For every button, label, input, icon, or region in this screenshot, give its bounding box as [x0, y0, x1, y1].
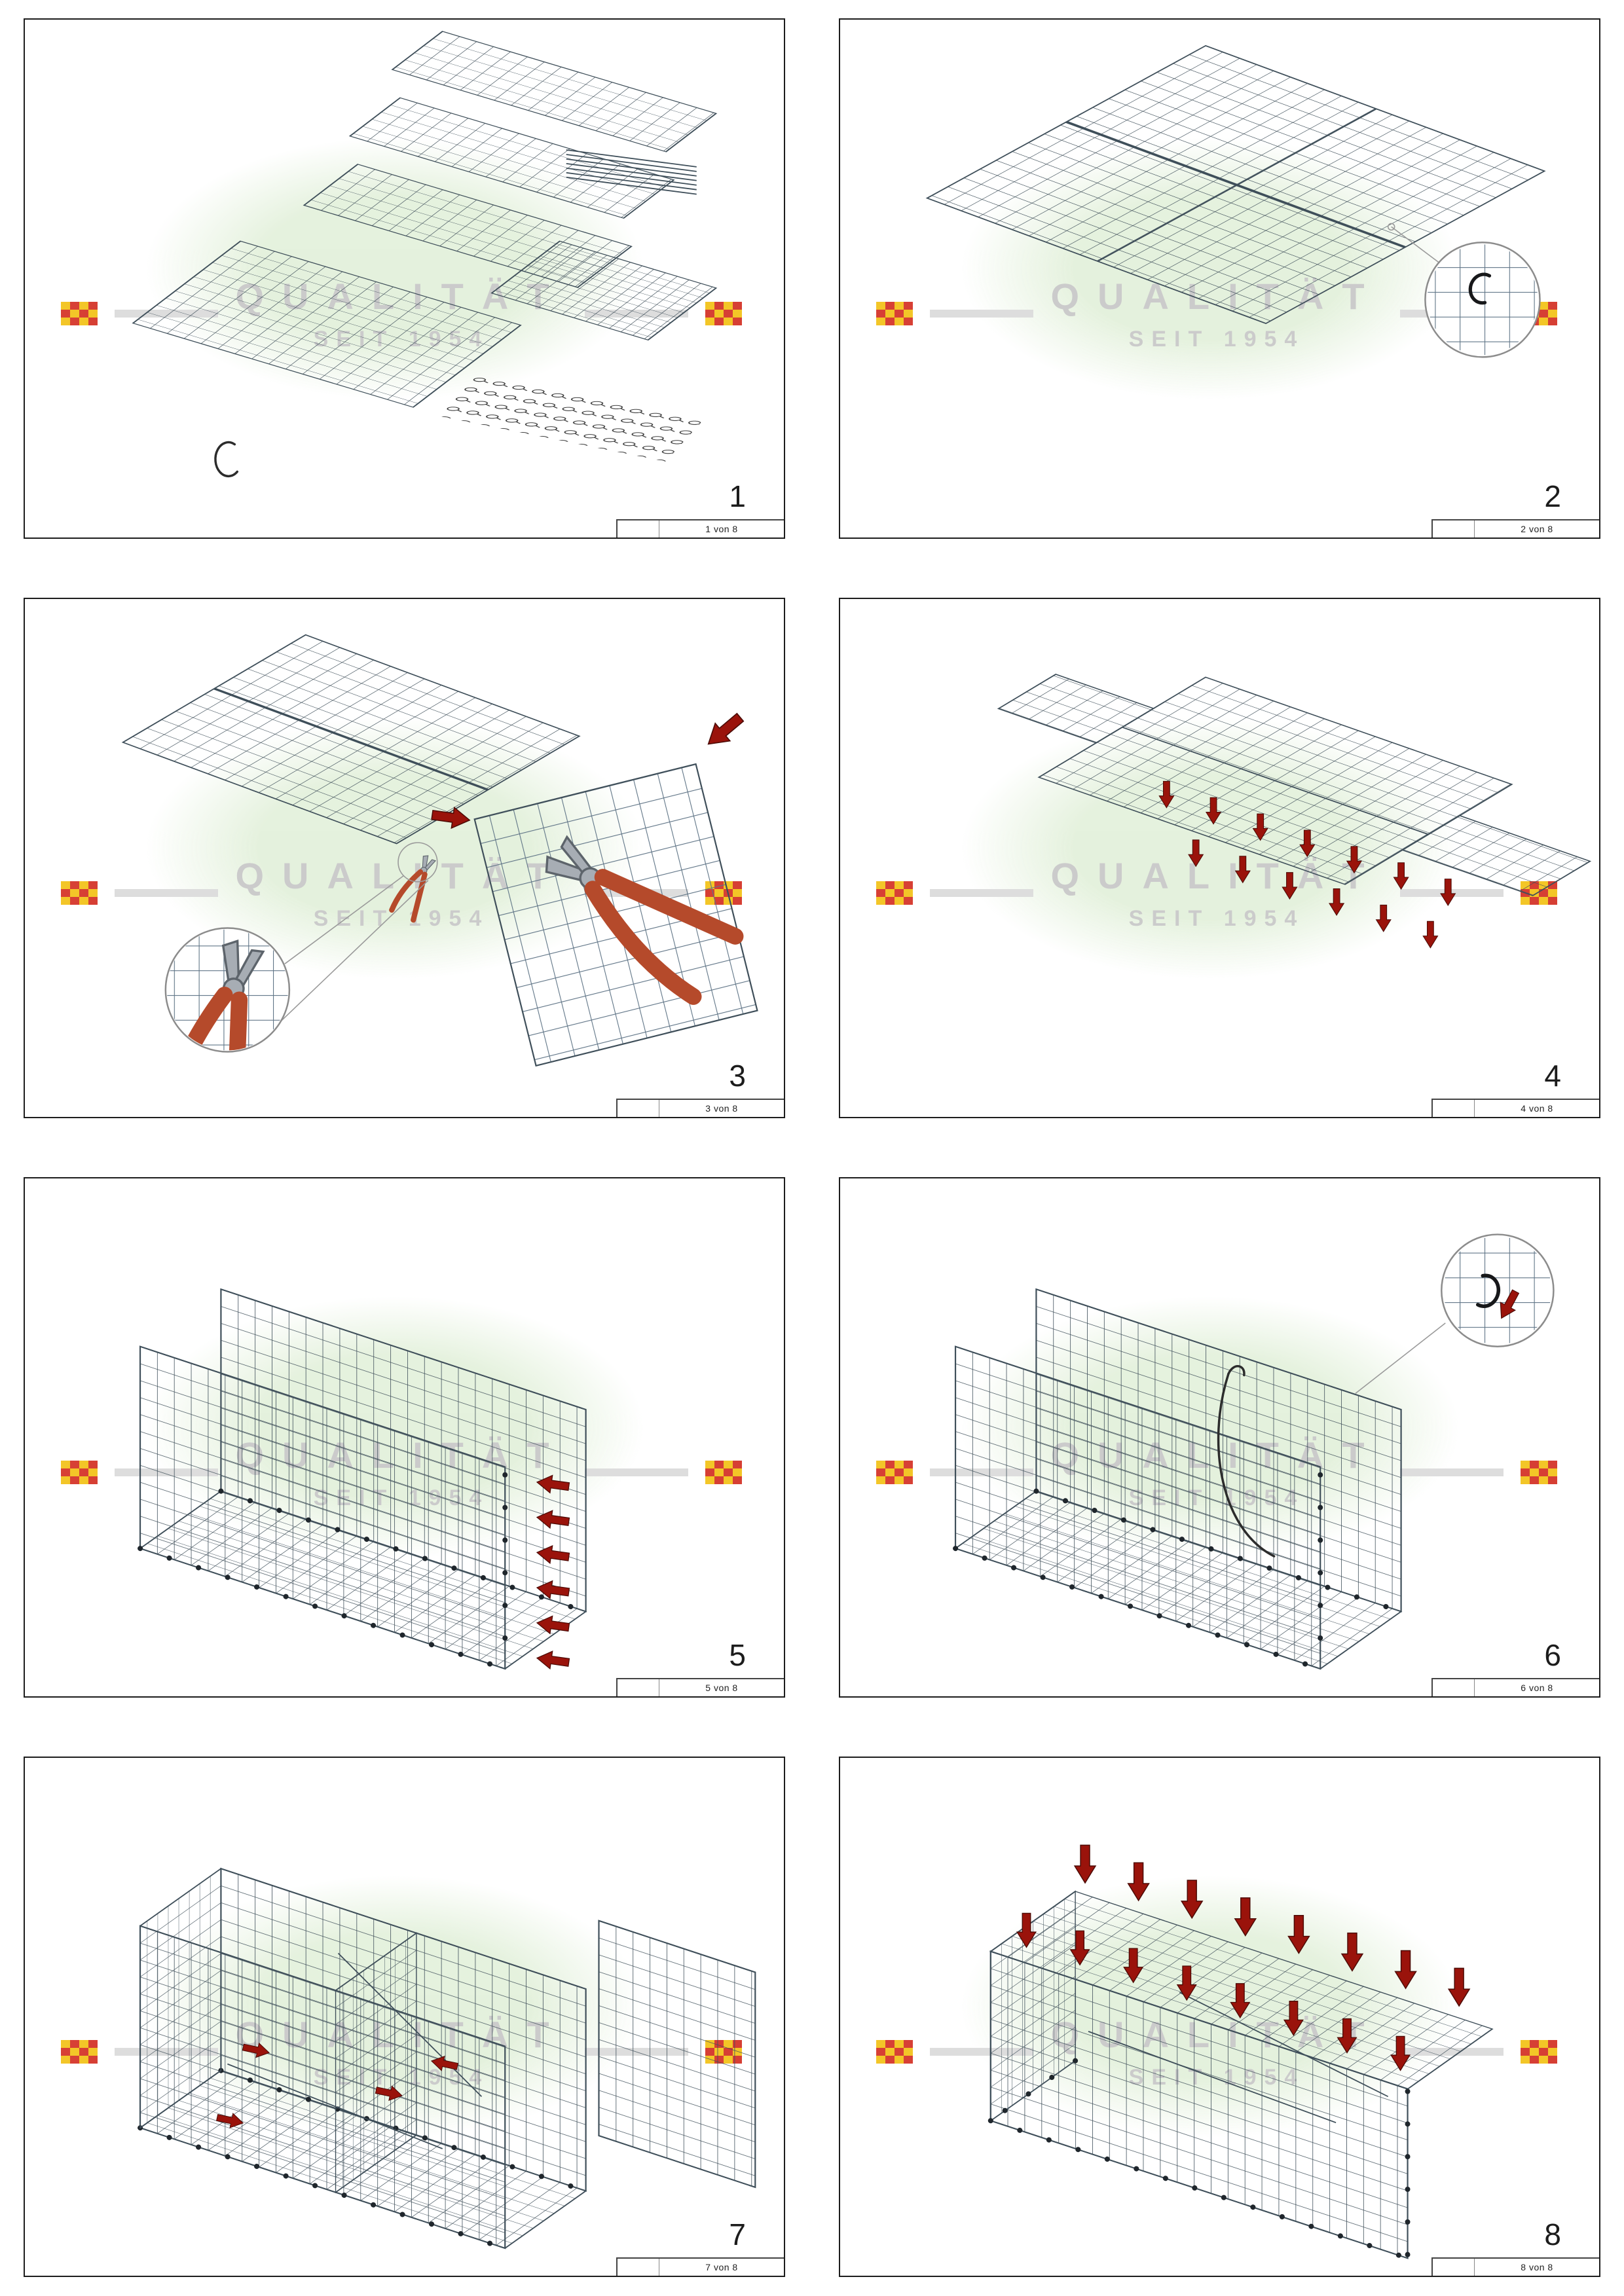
illustration-step-2-large-panel	[925, 45, 1546, 358]
sheet-counter: 8 von 8	[1521, 2262, 1553, 2272]
cross-wire	[1088, 2031, 1337, 2124]
title-block: 1 von 8	[616, 519, 784, 538]
rod-bundle	[566, 149, 697, 195]
detail-ring	[397, 842, 438, 883]
u-assembly	[140, 1289, 586, 1669]
step-number: 6	[1544, 1638, 1561, 1672]
leader-line	[1391, 226, 1444, 266]
step-number: 5	[729, 1638, 746, 1672]
title-block-cell	[1433, 1100, 1475, 1117]
illustration-step-4-clip-positions	[997, 674, 1592, 949]
spiral-clip-field	[437, 374, 703, 462]
end-wall-right	[598, 1920, 756, 2189]
step-number: 3	[729, 1059, 746, 1093]
step-panel-6: QUALITÄT SEIT 1954 6 6 von 8	[839, 1177, 1600, 1698]
step-number: 1	[729, 479, 746, 513]
leader-line	[279, 880, 429, 1023]
title-block-cell	[1433, 2259, 1475, 2276]
red-arrow-icon	[700, 708, 748, 754]
mesh-sheet-stack	[132, 31, 718, 408]
mesh-sheet	[121, 634, 581, 845]
step-panel-3: QUALITÄT SEIT 1954	[24, 598, 785, 1118]
step-panel-8: QUALITÄT SEIT 1954	[839, 1757, 1600, 2277]
step-panel-5: QUALITÄT SEIT 1954 5 5 von 8	[24, 1177, 785, 1698]
magnifier-detail	[1441, 1233, 1555, 1347]
illustration-step-3-cutting	[121, 634, 758, 1067]
edge-clips	[987, 2058, 1079, 2124]
illustration-step-5-u-assembly	[25, 1178, 784, 1672]
sheet-counter: 5 von 8	[705, 1683, 738, 1693]
title-block: 3 von 8	[616, 1099, 784, 1117]
sheet-counter: 7 von 8	[705, 2262, 738, 2272]
spiral-wire-hook	[1227, 1365, 1246, 1377]
step-panel-2: QUALITÄT SEIT 1954 2 2 von 8	[839, 18, 1600, 539]
step-number: 8	[1544, 2217, 1561, 2251]
cross-wire	[337, 1952, 483, 2098]
illustration-step-7-end-walls-divider	[25, 1758, 756, 2276]
illustration-step-8-closed-basket	[987, 1844, 1494, 2261]
end-wall-left	[139, 1867, 222, 2129]
sheet-counter: 2 von 8	[1521, 524, 1553, 534]
step-panel-4: QUALITÄT SEIT 1954	[839, 598, 1600, 1118]
illustration-step-1-parts-overview	[132, 31, 718, 478]
title-block: 7 von 8	[616, 2257, 784, 2276]
divider-wall	[335, 1932, 417, 2194]
title-block: 4 von 8	[1431, 1099, 1599, 1117]
edge-clips	[987, 2118, 1411, 2261]
illustration-step-6-spiral-insert	[840, 1233, 1555, 1696]
title-block: 5 von 8	[616, 1678, 784, 1696]
title-block-cell	[618, 2259, 659, 2276]
mesh-sheet-with-flaps	[997, 674, 1592, 896]
title-block-cell	[1433, 520, 1475, 538]
title-block-cell	[1433, 1679, 1475, 1696]
title-block: 8 von 8	[1431, 2257, 1599, 2276]
sheet-counter: 4 von 8	[1521, 1103, 1553, 1114]
leader-anchor	[1387, 223, 1395, 231]
step-number: 7	[729, 2217, 746, 2251]
title-block: 2 von 8	[1431, 519, 1599, 538]
step-panel-7: QUALITÄT SEIT 1954 7 7 von 8	[24, 1757, 785, 2277]
step-number: 2	[1544, 479, 1561, 513]
cross-wire	[227, 2063, 443, 2149]
title-block-cell	[618, 1679, 659, 1696]
leader-line	[284, 875, 404, 964]
c-clip-icon	[214, 441, 239, 478]
title-block: 6 von 8	[1431, 1678, 1599, 1696]
sheet-counter: 6 von 8	[1521, 1683, 1553, 1693]
leader-line	[1355, 1322, 1446, 1394]
magnifier-detail	[1424, 242, 1541, 358]
mesh-sheet	[925, 45, 1546, 325]
title-block-cell	[618, 1100, 659, 1117]
step-panel-1: QUALITÄT SEIT 1954 1 1 von 8	[24, 18, 785, 539]
sheet-counter: 3 von 8	[705, 1103, 738, 1114]
spiral-wire	[1217, 1372, 1276, 1558]
cross-wire	[1179, 1992, 1389, 2098]
sheet-counter: 1 von 8	[705, 524, 738, 534]
step-number: 4	[1544, 1059, 1561, 1093]
title-block-cell	[618, 520, 659, 538]
u-assembly	[955, 1289, 1401, 1669]
magnifier-detail	[164, 927, 291, 1053]
